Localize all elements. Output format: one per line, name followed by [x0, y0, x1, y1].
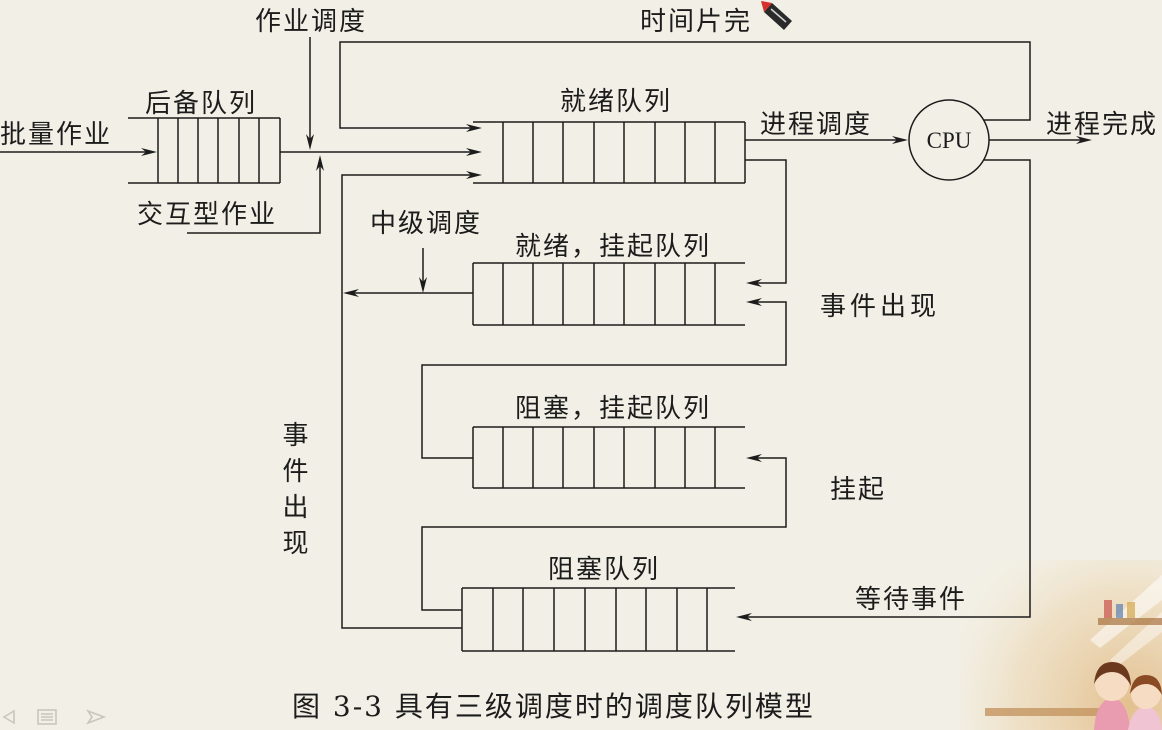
- girl-body: [1128, 706, 1162, 730]
- ready-suspended-queue-box: [472, 262, 745, 326]
- interactive-jobs-label: 交互型作业: [137, 200, 277, 230]
- event-occurs-left-label: 事件出现: [278, 421, 308, 565]
- figure-caption: 图 3-3 具有三级调度时的调度队列模型: [292, 690, 815, 723]
- blocked-queue-box: [461, 587, 735, 652]
- slide-prev-icon[interactable]: [2, 709, 15, 725]
- book: [1116, 604, 1123, 618]
- time-slice-arrowhead: [466, 124, 482, 132]
- interactive-jobs-arrowhead: [316, 155, 324, 171]
- time-slice-loop-line: [339, 41, 1031, 129]
- decorative-illustration: [960, 560, 1162, 730]
- slide-next-icon[interactable]: [85, 709, 107, 725]
- event-occurs-right-label: 事件出现: [820, 292, 940, 322]
- job-scheduling-arrowhead: [306, 134, 314, 150]
- ready-to-suspended-line: [745, 159, 787, 284]
- backup-queue-label: 后备队列: [145, 89, 257, 119]
- backup-queue-box: [128, 117, 281, 184]
- batch-jobs-label: 批量作业: [0, 120, 112, 150]
- blocked-suspended-queue-box: [472, 426, 745, 489]
- light-ray: [1110, 612, 1162, 666]
- arrowheads: [141, 124, 1092, 621]
- light-ray: [1090, 575, 1162, 648]
- process-scheduling-arrowhead: [892, 136, 908, 144]
- blocked-queue-label: 阻塞队列: [548, 555, 660, 585]
- girl-body: [1094, 698, 1130, 730]
- girl-face: [1095, 667, 1129, 701]
- batch-jobs-arrowhead: [141, 148, 157, 156]
- backup-to-ready-arrowhead: [466, 148, 482, 156]
- medium-scheduling-label: 中级调度: [370, 209, 482, 239]
- ready-suspended-out-arrowhead: [343, 289, 359, 297]
- event-to-ready-suspended-line: [421, 301, 787, 459]
- shelf: [1098, 618, 1162, 625]
- event-to-ready-suspended-arrowhead: [746, 298, 762, 306]
- wait-event-line: [742, 159, 1031, 618]
- event-to-ready-arrowhead: [466, 171, 482, 179]
- queue-boxes: [128, 117, 746, 652]
- event-to-ready-line: [341, 174, 475, 629]
- suspend-line: [421, 457, 787, 611]
- process-scheduling-label: 进程调度: [760, 110, 872, 140]
- wait-event-arrowhead: [736, 613, 752, 621]
- desk: [985, 708, 1105, 716]
- pen-highlight: [770, 8, 787, 23]
- interactive-jobs-line: [187, 162, 321, 234]
- book: [1127, 602, 1135, 618]
- ready-suspended-queue-label: 就绪，挂起队列: [515, 232, 711, 262]
- ready-queue-label: 就绪队列: [560, 87, 672, 117]
- process-complete-arrowhead: [1076, 136, 1092, 144]
- slide-menu-icon[interactable]: [37, 709, 57, 725]
- ready-queue-box: [473, 121, 746, 184]
- ready-to-suspended-arrowhead: [746, 279, 762, 287]
- time-slice-label: 时间片完: [640, 7, 752, 37]
- girl-hair: [1130, 675, 1162, 695]
- cpu-label: CPU: [927, 128, 972, 153]
- job-scheduling-label: 作业调度: [255, 7, 367, 37]
- pen-icon: [761, 1, 792, 30]
- girl-hair: [1094, 662, 1131, 686]
- illustration-backdrop: [960, 560, 1162, 730]
- process-complete-label: 进程完成: [1046, 110, 1158, 140]
- wait-event-label: 等待事件: [855, 585, 967, 615]
- girl-face: [1131, 679, 1161, 709]
- suspend-arrowhead: [746, 454, 762, 462]
- suspend-label: 挂起: [830, 475, 886, 505]
- blocked-suspended-queue-label: 阻塞，挂起队列: [515, 394, 711, 424]
- book: [1104, 600, 1112, 618]
- medium-scheduling-arrowhead: [419, 277, 427, 293]
- connection-lines: [0, 37, 1085, 629]
- pen-nib: [761, 1, 772, 12]
